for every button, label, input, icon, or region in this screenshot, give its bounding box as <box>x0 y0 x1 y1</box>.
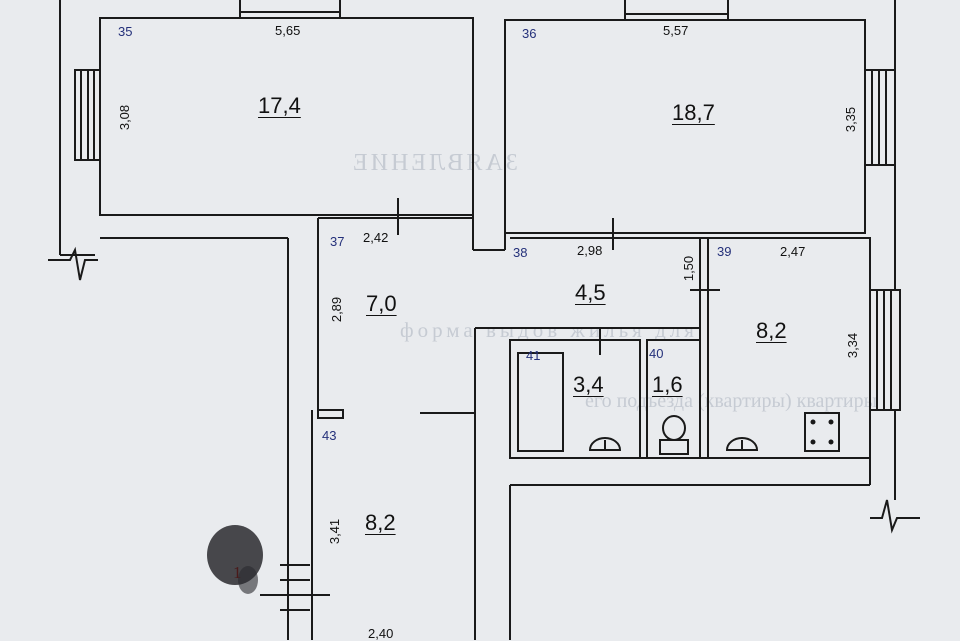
room-area: 8,2 <box>756 318 787 343</box>
room-height: 3,08 <box>117 104 133 131</box>
room-width: 2,40 <box>368 626 394 641</box>
room-area: 18,7 <box>672 100 715 125</box>
room-area: 4,5 <box>575 280 606 305</box>
room-number: 40 <box>649 346 664 361</box>
room-number: 37 <box>330 234 345 249</box>
room-area: 8,2 <box>365 510 396 535</box>
room-width: 2,42 <box>363 230 389 245</box>
room-number: 36 <box>522 26 537 41</box>
room-height: 3,35 <box>843 106 859 133</box>
room-area: 7,0 <box>366 291 397 316</box>
room-height: 3,41 <box>327 518 343 545</box>
room-width: 5,57 <box>663 23 689 38</box>
room-width: 5,65 <box>275 23 301 38</box>
room-area: 17,4 <box>258 93 301 118</box>
background-line: его подъезда (квартиры) квартиры <box>585 390 878 412</box>
room-number: 41 <box>526 348 541 363</box>
room-number: 38 <box>513 245 528 260</box>
room-height: 1,50 <box>681 255 697 282</box>
room-number: 39 <box>717 244 732 259</box>
room-height: 2,89 <box>329 296 345 323</box>
room-area: 3,4 <box>573 372 604 397</box>
room-area: 1,6 <box>652 372 683 397</box>
room-width: 2,98 <box>577 243 603 258</box>
room-height: 3,34 <box>845 332 861 359</box>
entrance-number: 1 <box>233 563 242 582</box>
room-number: 43 <box>322 428 337 443</box>
room-width: 2,47 <box>780 244 806 259</box>
background-line: форма выдов жилья для <box>400 318 698 342</box>
room-number: 35 <box>118 24 133 39</box>
